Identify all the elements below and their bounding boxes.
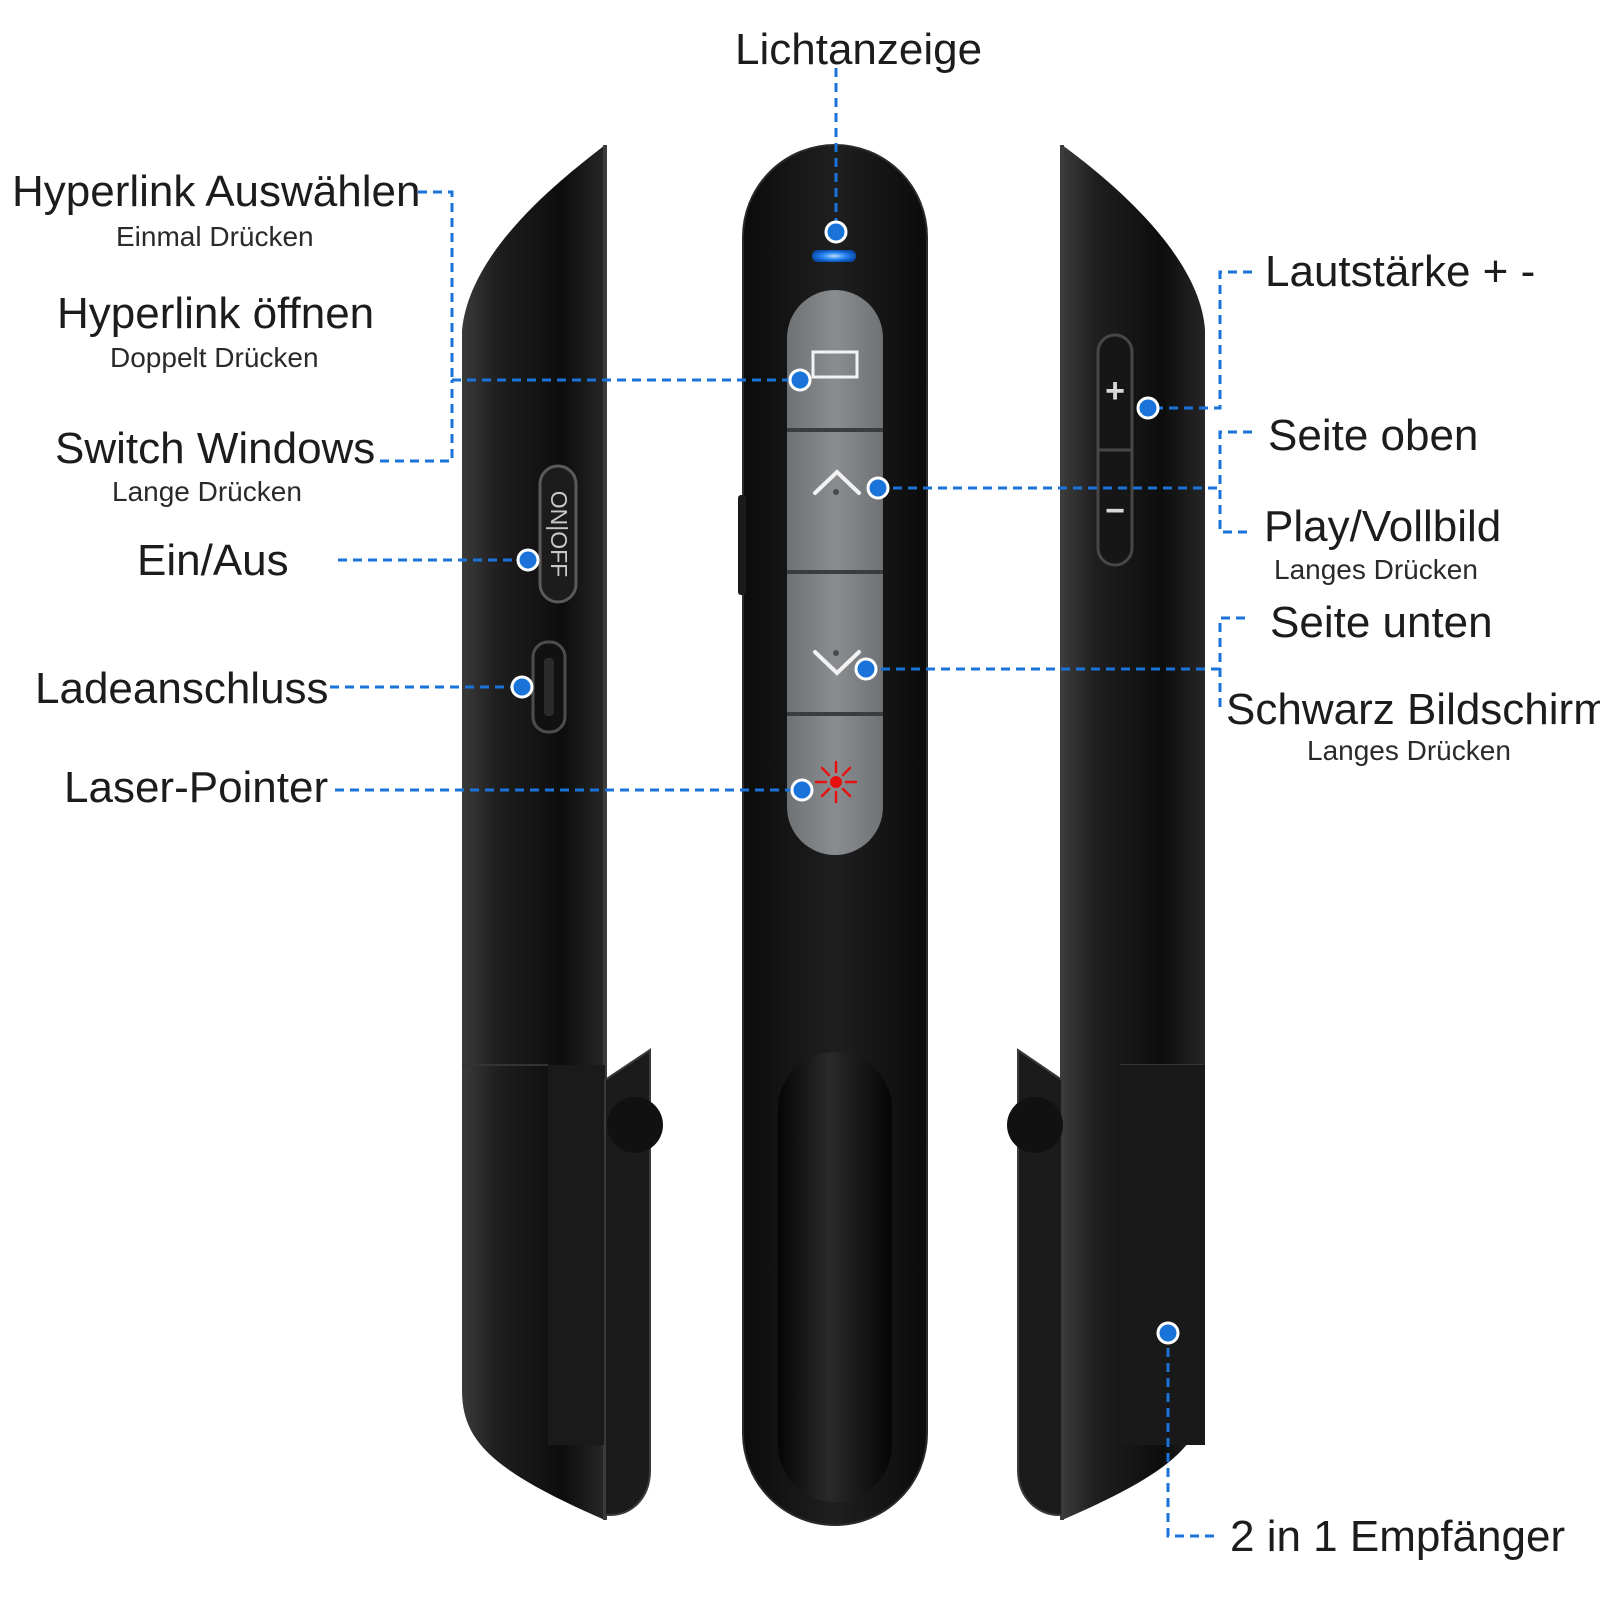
callout-dot-volume bbox=[1136, 396, 1160, 420]
label-page-down: Seite unten bbox=[1270, 598, 1493, 647]
label-volume: Lautstärke + - bbox=[1265, 247, 1536, 296]
page-up-dot bbox=[833, 489, 839, 495]
label-page-up: Seite oben bbox=[1268, 411, 1479, 460]
label-hyperlink-select: Hyperlink Auswählen bbox=[12, 167, 421, 216]
callout-page-up bbox=[1218, 430, 1252, 534]
callout-dot-power bbox=[516, 548, 540, 572]
callout-dot-hyperlink bbox=[788, 368, 812, 392]
label-hyperlink-select-sub: Einmal Drücken bbox=[116, 221, 314, 252]
callout-dot-page-down bbox=[854, 657, 878, 681]
label-play: Play/Vollbild bbox=[1264, 502, 1502, 551]
label-indicator: Lichtanzeige bbox=[735, 25, 983, 74]
left-back-panel bbox=[548, 1065, 605, 1445]
front-view bbox=[738, 144, 928, 1526]
label-hyperlink-open: Hyperlink öffnen bbox=[57, 289, 375, 338]
label-receiver: 2 in 1 Empfänger bbox=[1230, 1512, 1566, 1561]
laser-burst-core bbox=[830, 776, 842, 788]
laser-burst-icon bbox=[814, 760, 858, 804]
label-switch-windows-sub: Lange Drücken bbox=[112, 476, 302, 507]
label-black-screen: Schwarz Bildschirm bbox=[1226, 685, 1600, 734]
right-side-view: + − bbox=[1007, 145, 1205, 1520]
chevron-down-icon bbox=[813, 650, 861, 676]
label-switch-windows: Switch Windows bbox=[55, 424, 376, 473]
page-down-dot bbox=[833, 650, 839, 656]
label-play-sub: Langes Drücken bbox=[1274, 554, 1478, 585]
page-down-button[interactable] bbox=[813, 650, 861, 676]
indicator-led bbox=[812, 250, 856, 262]
on-off-switch-label: ON|OFF bbox=[546, 491, 572, 577]
label-laser: Laser-Pointer bbox=[64, 763, 329, 812]
left-side-view: ON|OFF bbox=[462, 145, 663, 1520]
label-hyperlink-open-sub: Doppelt Drücken bbox=[110, 342, 319, 373]
callout-switch-windows bbox=[380, 380, 454, 463]
front-side-bump bbox=[738, 495, 746, 595]
callout-page-down bbox=[1218, 616, 1245, 712]
callout-dot-receiver bbox=[1156, 1321, 1180, 1345]
callout-dot-page-up bbox=[866, 476, 890, 500]
chevron-up-icon bbox=[813, 469, 861, 495]
volume-down-button[interactable]: − bbox=[1105, 492, 1125, 530]
label-power: Ein/Aus bbox=[137, 536, 289, 585]
left-clip bbox=[604, 1048, 651, 1516]
on-off-switch[interactable] bbox=[538, 464, 578, 604]
right-back-panel bbox=[1120, 1065, 1205, 1445]
callout-volume bbox=[1148, 270, 1252, 410]
window-icon bbox=[811, 350, 859, 379]
laser-button[interactable] bbox=[814, 760, 858, 804]
right-clip-hinge bbox=[1007, 1097, 1063, 1153]
volume-up-button[interactable]: + bbox=[1105, 372, 1125, 410]
page-up-button[interactable] bbox=[813, 469, 861, 495]
callout-receiver bbox=[1166, 1333, 1218, 1538]
left-clip-hinge bbox=[607, 1097, 663, 1153]
usb-receiver-cap bbox=[778, 1052, 892, 1502]
right-clip bbox=[1017, 1048, 1063, 1516]
callout-dot-charging bbox=[510, 675, 534, 699]
callout-dots bbox=[510, 220, 1180, 1345]
label-charging: Ladeanschluss bbox=[35, 664, 329, 713]
callout-dot-laser bbox=[790, 778, 814, 802]
charging-port-slot bbox=[544, 658, 554, 716]
callout-lines bbox=[330, 68, 1252, 1538]
hyperlink-button[interactable] bbox=[811, 350, 859, 379]
callout-hyperlink-select bbox=[418, 190, 454, 380]
label-black-screen-sub: Langes Drücken bbox=[1307, 735, 1511, 766]
callout-dot-indicator bbox=[824, 220, 848, 244]
